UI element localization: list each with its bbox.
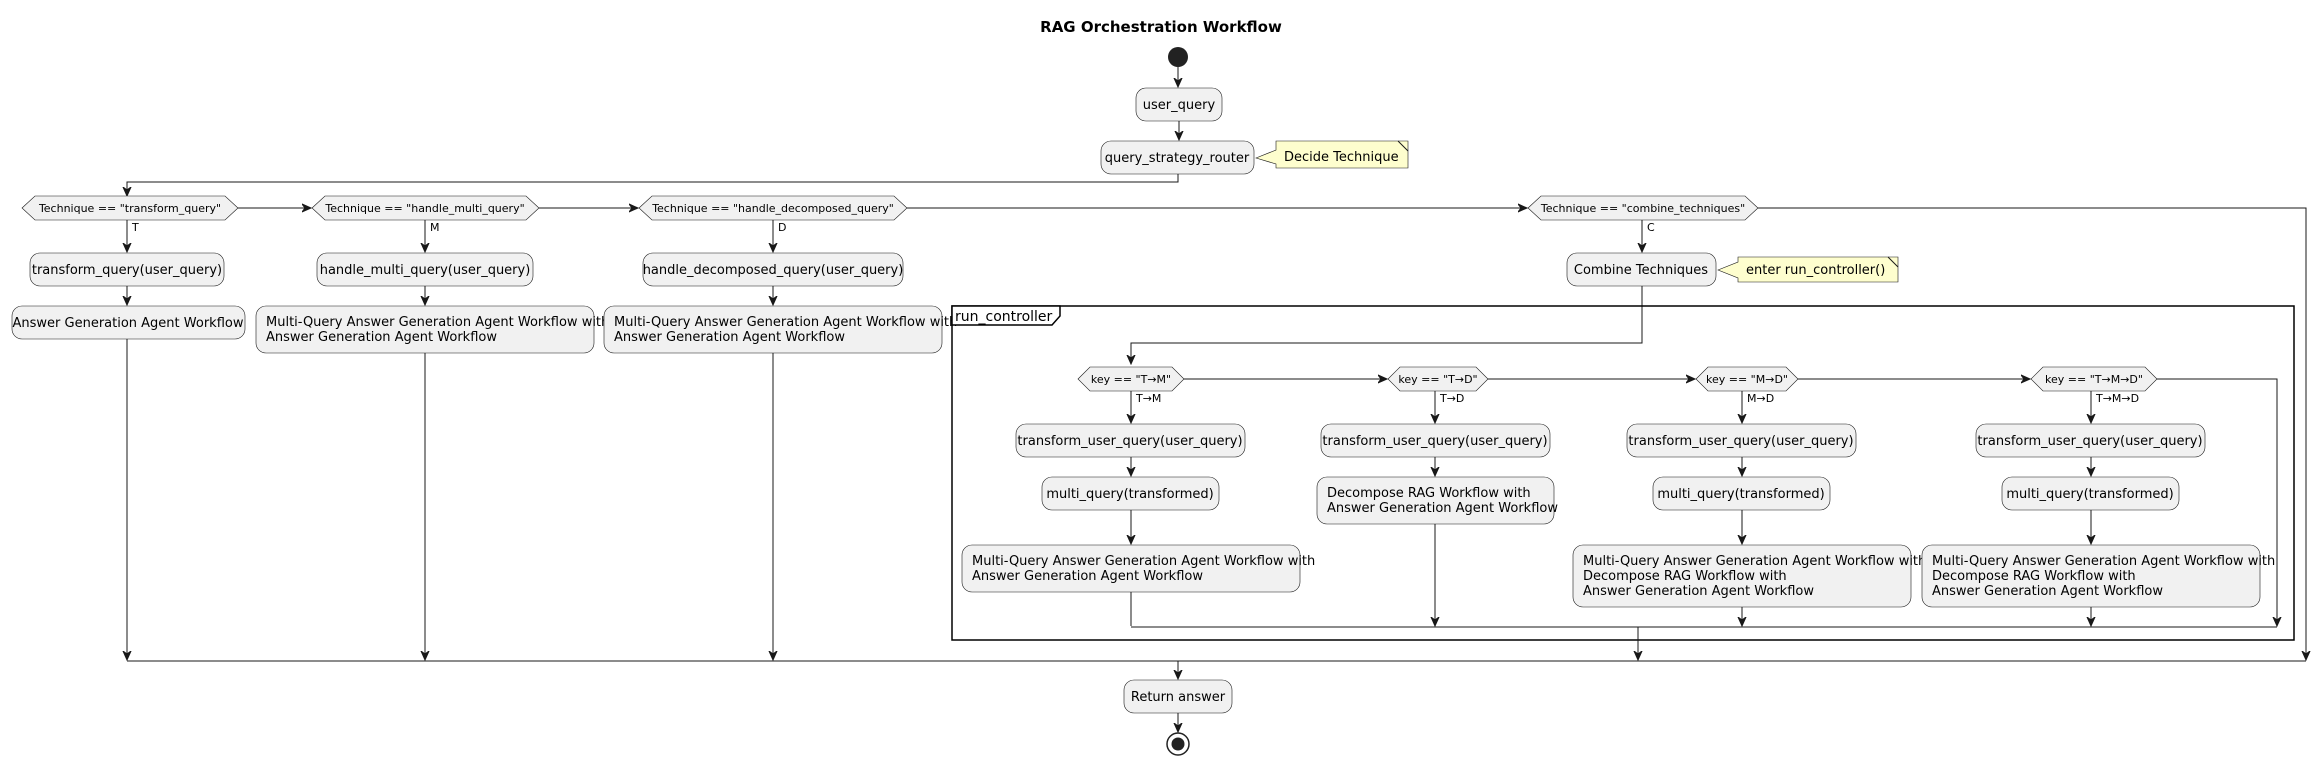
branch-c-label: C [1647, 221, 1655, 234]
handle-multi-label: handle_multi_query(user_query) [320, 263, 531, 278]
key-tmd-label: key == "T→M→D" [2045, 373, 2143, 386]
md-workflow-line3: Answer Generation Agent Workflow [1583, 584, 1814, 599]
run-controller-label: run_controller [955, 309, 1053, 325]
handle-decomposed-label: handle_decomposed_query(user_query) [643, 263, 904, 278]
run-controller-tab [951, 305, 1061, 326]
diagram-title: RAG Orchestration Workflow [1040, 18, 1282, 36]
branch-m-label: M [430, 221, 440, 234]
branch-t-label: T [131, 221, 139, 234]
router-label: query_strategy_router [1105, 151, 1250, 166]
td-workflow-line1: Decompose RAG Workflow with [1327, 486, 1531, 501]
sub-td-label: T→D [1439, 392, 1464, 405]
user-query-label: user_query [1143, 98, 1216, 113]
answer-workflow-activity [11, 305, 246, 340]
decision-combine-label: Technique == "combine_techniques" [1540, 202, 1745, 215]
td-transform-label: transform_user_query(user_query) [1322, 434, 1547, 449]
decision-transform-label: Technique == "transform_query" [38, 202, 221, 215]
decomposed-workflow-line1: Multi-Query Answer Generation Agent Work… [614, 315, 957, 330]
end-node-outer [1166, 732, 1190, 756]
answer-workflow-label: Answer Generation Agent Workflow [13, 316, 244, 331]
tmd-workflow-line2: Decompose RAG Workflow with [1932, 569, 2136, 584]
run-controller-frame [951, 305, 2295, 641]
tmd-transform-label: transform_user_query(user_query) [1977, 434, 2202, 449]
start-node [1168, 47, 1188, 67]
sub-tmd-label: T→M→D [2095, 392, 2139, 405]
branch-d-label: D [778, 221, 786, 234]
return-answer-label: Return answer [1131, 690, 1226, 705]
tm-multi-label: multi_query(transformed) [1046, 487, 1213, 502]
transform-query-label: transform_query(user_query) [32, 263, 222, 278]
tm-workflow-line1: Multi-Query Answer Generation Agent Work… [972, 554, 1315, 569]
end-node-inner [1171, 737, 1185, 751]
tm-transform-label: transform_user_query(user_query) [1017, 434, 1242, 449]
decomposed-workflow-line2: Answer Generation Agent Workflow [614, 330, 845, 345]
router-note [1255, 140, 1409, 169]
decision-multi-label: Technique == "handle_multi_query" [324, 202, 524, 215]
router-note-label: Decide Technique [1284, 150, 1399, 165]
multi-workflow-line1: Multi-Query Answer Generation Agent Work… [266, 315, 609, 330]
tmd-multi-label: multi_query(transformed) [2006, 487, 2173, 502]
decision-decomposed-label: Technique == "handle_decomposed_query" [651, 202, 894, 215]
td-workflow-line2: Answer Generation Agent Workflow [1327, 501, 1558, 516]
md-workflow-line1: Multi-Query Answer Generation Agent Work… [1583, 554, 1926, 569]
tmd-workflow-line3: Answer Generation Agent Workflow [1932, 584, 2163, 599]
multi-workflow-line2: Answer Generation Agent Workflow [266, 330, 497, 345]
sub-tm-label: T→M [1135, 392, 1161, 405]
key-td-label: key == "T→D" [1398, 373, 1477, 386]
combine-label: Combine Techniques [1574, 263, 1708, 278]
md-transform-label: transform_user_query(user_query) [1628, 434, 1853, 449]
md-workflow-line2: Decompose RAG Workflow with [1583, 569, 1787, 584]
sub-md-label: M→D [1747, 392, 1774, 405]
combine-note-label: enter run_controller() [1746, 263, 1885, 278]
key-md-label: key == "M→D" [1706, 373, 1788, 386]
combine-note [1717, 256, 1899, 283]
tm-workflow-line2: Answer Generation Agent Workflow [972, 569, 1203, 584]
key-tm-label: key == "T→M" [1091, 373, 1171, 386]
tmd-workflow-line1: Multi-Query Answer Generation Agent Work… [1932, 554, 2275, 569]
md-multi-label: multi_query(transformed) [1657, 487, 1824, 502]
